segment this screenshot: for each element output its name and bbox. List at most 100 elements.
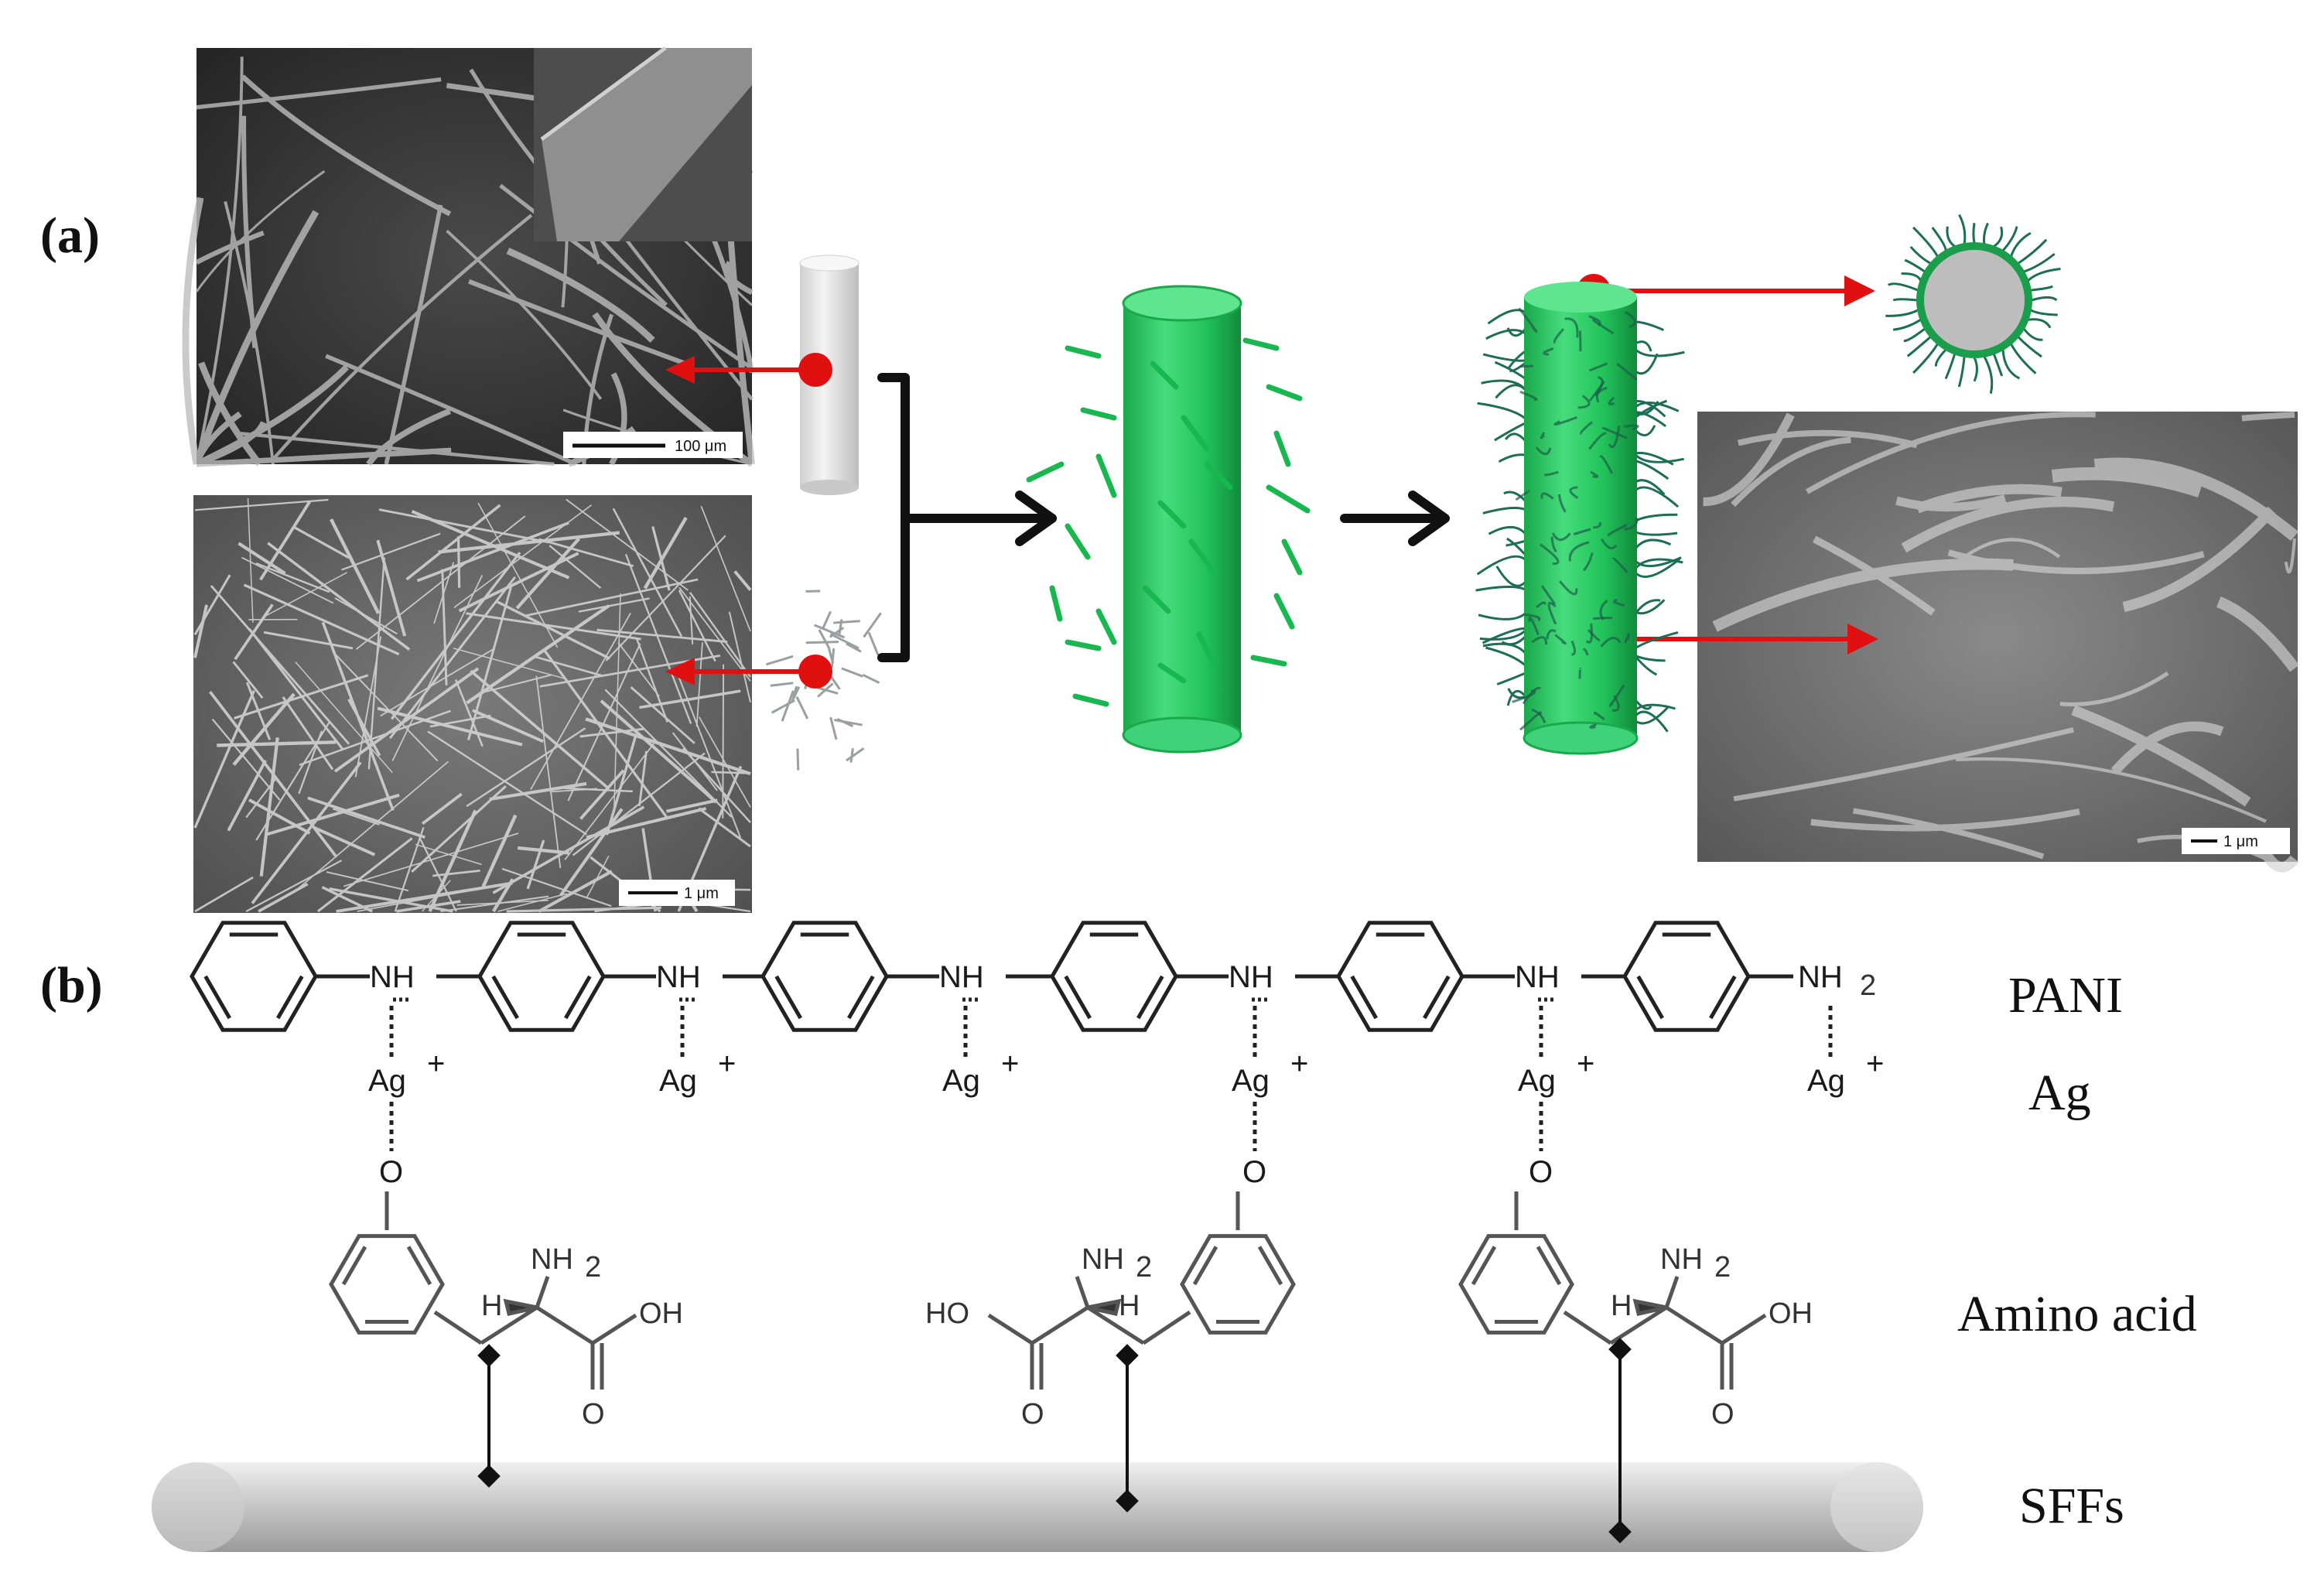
polymer-hair xyxy=(1543,347,1554,356)
sem-composite-strand xyxy=(1731,436,1851,508)
sem-fiber-strand xyxy=(271,214,533,462)
sem-nanorod-strand xyxy=(396,900,461,913)
ag-charge: + xyxy=(1290,1047,1308,1081)
ag-charge: + xyxy=(1577,1047,1594,1081)
sem-nanorod-strand xyxy=(538,538,634,568)
sem-nanorod-strand xyxy=(238,542,286,575)
green-nanorod xyxy=(1196,631,1218,668)
sem-nanorod-strand xyxy=(639,689,741,709)
polymer-hair xyxy=(1635,531,1678,536)
sem-fiber-strand xyxy=(446,229,603,400)
sem-nanorod-strand xyxy=(391,575,484,761)
polymer-hair xyxy=(1611,695,1620,712)
sem-composite-strand xyxy=(2051,467,2203,498)
polymer-hair xyxy=(1589,723,1597,729)
polymer-hair xyxy=(1573,528,1591,535)
polymer-hair xyxy=(1602,426,1628,439)
polymer-hair xyxy=(1885,309,1919,317)
polymer-hair xyxy=(2030,285,2053,292)
polymer-hair xyxy=(1607,524,1628,537)
polymer-hair xyxy=(1635,460,1670,480)
polymer-hair xyxy=(1557,494,1567,513)
sem-fiber-strand xyxy=(196,447,452,467)
sem-nanorod-strand xyxy=(525,578,699,617)
double-bond xyxy=(1471,1246,1497,1286)
polymer-hair xyxy=(1520,364,1534,368)
polymer-hair xyxy=(1569,486,1579,500)
double-bond xyxy=(1064,975,1092,1020)
polymer-hair xyxy=(1931,227,1947,251)
sem-nanorod-strand xyxy=(241,556,334,604)
polymer-hair xyxy=(1479,629,1527,641)
sem-nanorod-strand xyxy=(194,498,329,511)
sem-nanorod-strand xyxy=(377,706,523,747)
polymer-hair xyxy=(1482,353,1526,362)
polymer-hair xyxy=(1593,711,1605,721)
sem-nanorod-strand xyxy=(416,521,569,583)
polymer-hair xyxy=(1946,226,1956,248)
sem-composite-strand xyxy=(1901,496,2115,553)
sem-nanorod-strand xyxy=(698,716,751,808)
label-ag: Ag xyxy=(2028,1065,2091,1121)
sem-nanorod-strand xyxy=(678,590,716,662)
green-fiber-coated xyxy=(1475,282,1685,755)
carbonyl-oxygen: O xyxy=(1711,1398,1734,1431)
nanorod xyxy=(846,642,862,653)
nanorod xyxy=(829,716,838,740)
nanorod xyxy=(829,633,860,650)
polymer-hair xyxy=(1564,317,1579,338)
sem-nanorod-strand xyxy=(194,876,254,913)
polymer-hair xyxy=(1635,399,1666,418)
sem-image-nanorods: 1 μm xyxy=(193,495,752,913)
sem-nanorod-strand xyxy=(579,769,625,820)
polymer-hair xyxy=(1528,617,1540,636)
sem-nanorod-strand xyxy=(456,536,461,588)
sem-nanorod-strand xyxy=(675,668,742,839)
benzene-ring xyxy=(190,921,318,1032)
sem-nanorod-strand xyxy=(526,839,545,890)
polymer-hair xyxy=(2031,296,2058,302)
label-sffs: SFFs xyxy=(2019,1478,2124,1534)
sem-nanorod-strand xyxy=(604,689,733,818)
polymer-hair xyxy=(1588,362,1608,372)
bond xyxy=(535,1305,594,1345)
polymer-hair xyxy=(1635,340,1652,352)
polymer-hair xyxy=(1539,543,1560,566)
sffs-bar xyxy=(152,1462,1923,1552)
sem-nanorod-strand xyxy=(380,648,494,717)
sem-nanorod-strand xyxy=(251,761,362,904)
amine-group: NH xyxy=(531,1243,573,1276)
carbonyl-oxygen: O xyxy=(1021,1398,1044,1431)
sem-fiber-strand xyxy=(325,354,577,467)
bond xyxy=(1563,1310,1612,1345)
polymer-hair xyxy=(1505,539,1526,547)
amine-subscript: 2 xyxy=(1714,1251,1731,1284)
ag-ion: Ag xyxy=(942,1064,980,1098)
nanorod xyxy=(863,612,882,638)
sem-nanorod-strand xyxy=(564,787,633,793)
polymer-hair xyxy=(1512,689,1536,703)
sem-nanorod-strand xyxy=(421,792,463,826)
bond xyxy=(1030,1305,1089,1345)
polymer-hair xyxy=(1634,402,1680,412)
polymer-hair xyxy=(1624,517,1639,531)
polymer-hair xyxy=(1578,667,1581,679)
sem-composite-strand xyxy=(2122,506,2276,613)
polymer-hair xyxy=(1501,635,1527,646)
polymer-hair xyxy=(1546,629,1557,640)
green-nanorod xyxy=(1065,523,1091,560)
sem-nanorod-strand xyxy=(367,557,385,770)
polymer-hair xyxy=(1496,672,1526,685)
amine-subscript: 2 xyxy=(1136,1251,1152,1284)
polymer-hair xyxy=(1624,424,1639,431)
sem-fiber-strand xyxy=(195,231,265,265)
polymer-hair xyxy=(2017,238,2048,265)
sem-composite-strand xyxy=(1805,412,2096,494)
sem-composite-strand xyxy=(1737,429,1918,449)
green-nanorod xyxy=(1065,639,1102,651)
ag-charge: + xyxy=(1001,1047,1019,1081)
sem-composite-strand xyxy=(1733,727,2074,802)
nanorod xyxy=(846,747,865,762)
sem-nanorod-strand xyxy=(538,870,613,913)
